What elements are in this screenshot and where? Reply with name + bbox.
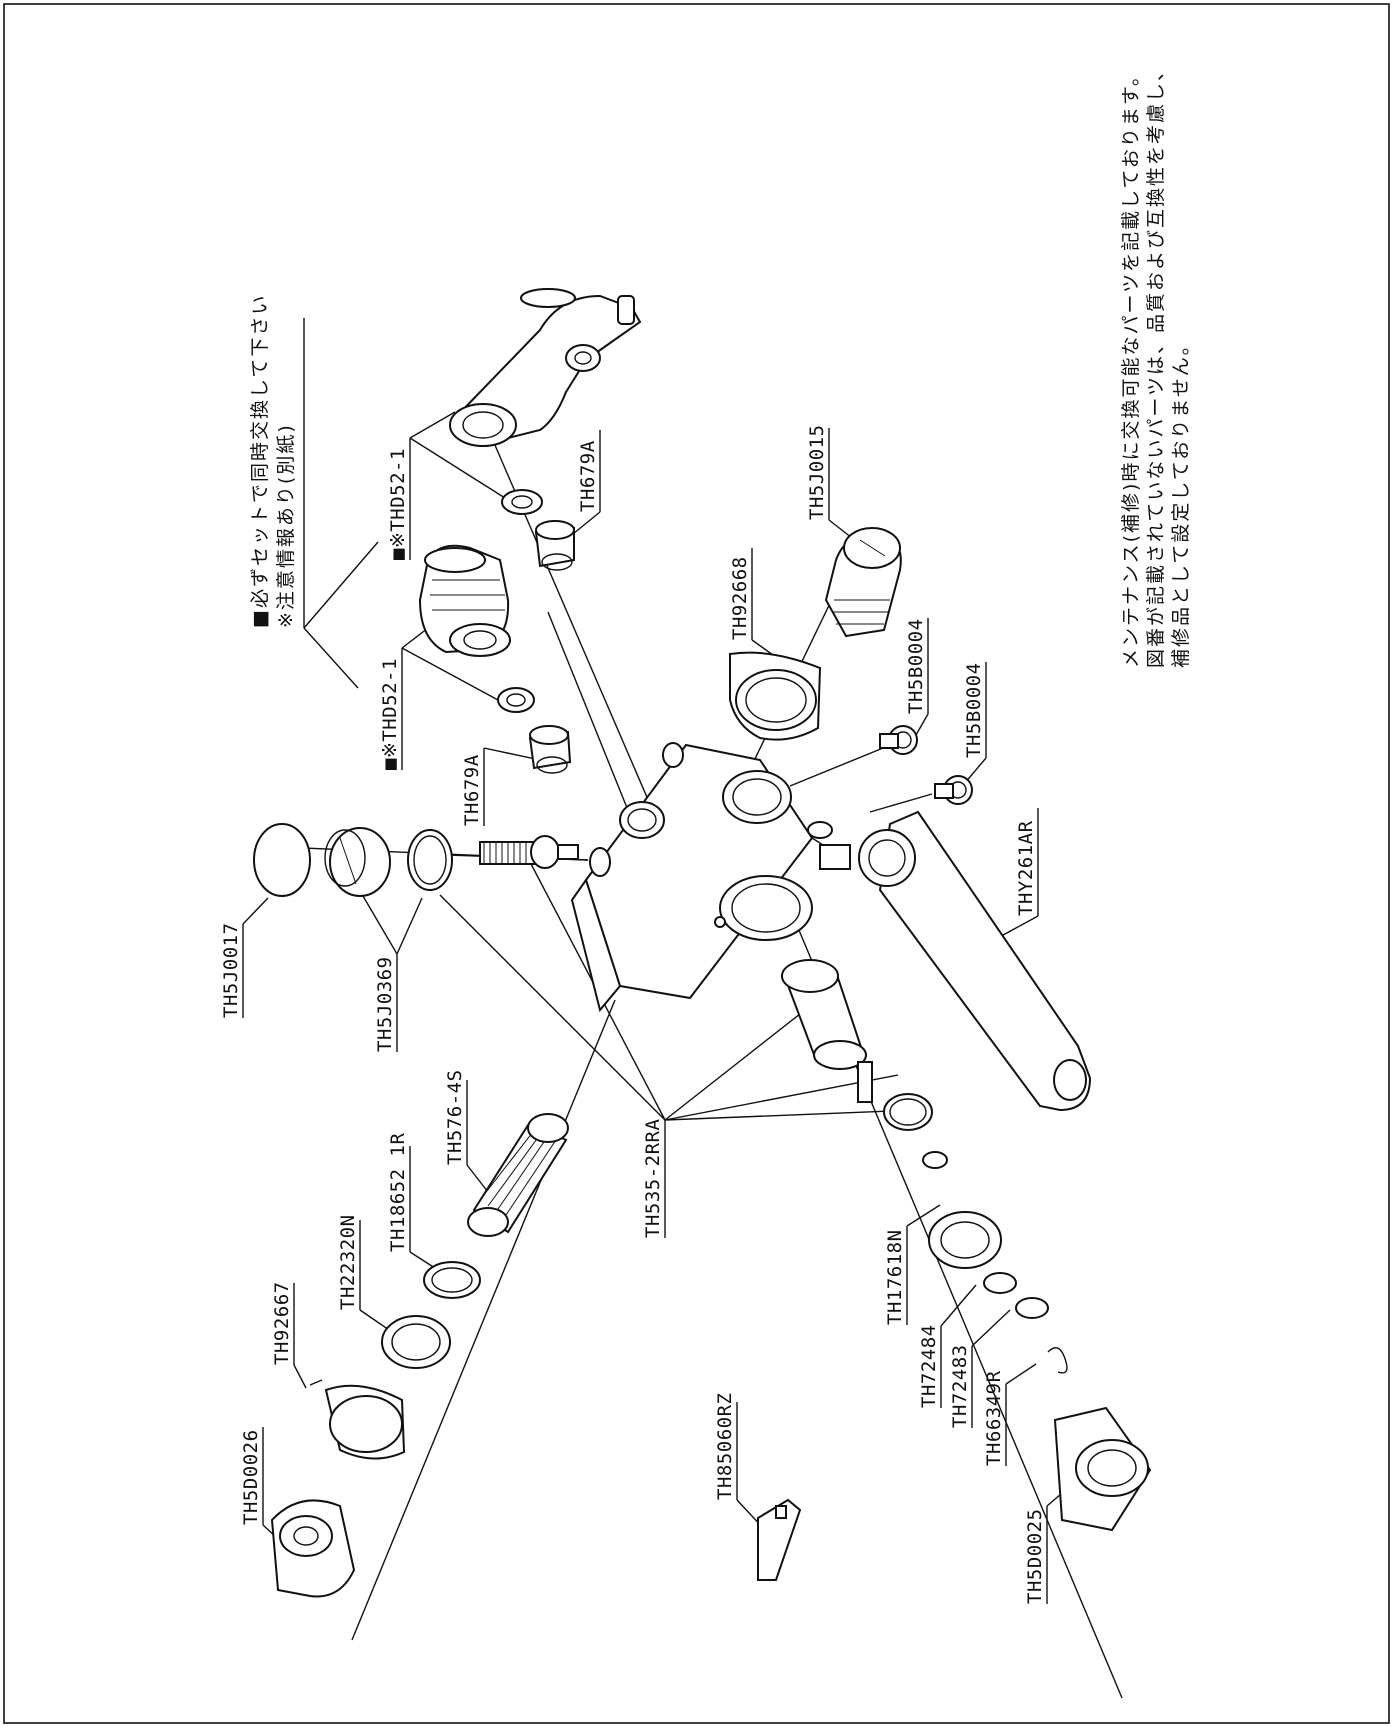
label-th5j0015: TH5J0015 — [806, 424, 828, 520]
assembly-axes — [254, 421, 1123, 1699]
label-th679a-lower: TH679A — [461, 754, 483, 826]
part-th5d0026 — [270, 1499, 356, 1598]
label-th679a-upper: TH679A — [577, 440, 599, 512]
label-th5b0004-b: TH5B0004 — [963, 662, 985, 758]
upper-elbow-fitting — [449, 288, 642, 447]
part-thy261ar — [819, 810, 1092, 1112]
part-th92667 — [324, 1384, 406, 1460]
o-ring-large — [883, 1093, 933, 1131]
maintenance-note-line3: 補修品として設定しておりません。 — [1170, 334, 1192, 668]
label-th72483: TH72483 — [949, 1344, 971, 1428]
o-ring-small — [922, 1151, 948, 1169]
label-th85060rz: TH85060RZ — [714, 1393, 736, 1500]
set-replacement-note: ■必ずセットで同時交換して下さい ※注意情報あり(別紙) — [249, 294, 379, 689]
upper-check-valve — [534, 520, 575, 571]
part-th85060rz — [757, 1498, 802, 1581]
label-th17618n: TH17618N — [884, 1229, 906, 1325]
part-th535-2rra-cartridge — [781, 959, 873, 1103]
label-th5j0017: TH5J0017 — [220, 922, 242, 1018]
label-thd52-1-lower: ■※THD52-1 — [379, 658, 401, 770]
label-th5j0369: TH5J0369 — [374, 956, 396, 1052]
page-border — [3, 3, 1390, 1724]
part-th18652-1r — [423, 1261, 481, 1299]
label-th5d0025: TH5D0025 — [1024, 1508, 1046, 1604]
part-th72483 — [1015, 1297, 1049, 1319]
maintenance-note-line2: 図番が記載されていないパーツは、品質および互換性を考慮し、 — [1145, 60, 1167, 668]
label-thy261ar: THY261AR — [1015, 820, 1037, 916]
maintenance-note: メンテナンス(補修)時に交換可能なパーツを記載しております。 図番が記載されてい… — [1120, 60, 1192, 668]
spring-cartridge — [479, 835, 579, 869]
set-note-line1: ■必ずセットで同時交換して下さい — [249, 294, 271, 628]
part-th66349r — [1047, 1347, 1068, 1374]
part-th17618n — [928, 1211, 1002, 1269]
part-th5j0369-ring — [407, 829, 453, 891]
label-th92668: TH92668 — [729, 556, 751, 640]
label-th66349r: TH66349R — [983, 1370, 1005, 1466]
label-th5b0004-a: TH5B0004 — [905, 618, 927, 714]
label-th72484: TH72484 — [918, 1324, 940, 1408]
lower-washer — [497, 687, 535, 713]
upper-washer — [501, 489, 543, 515]
part-labels: ■※THD52-1 ■※THD52-1 TH679A TH679A TH5J00… — [220, 411, 1069, 1604]
lower-elbow-fitting — [418, 544, 511, 657]
lower-check-valve — [528, 725, 572, 774]
label-th18652-1r: TH18652 1R — [387, 1133, 409, 1252]
part-th576-4s — [467, 1113, 569, 1237]
label-th92667: TH92667 — [271, 1281, 293, 1365]
label-th535-2rra: TH535-2RRA — [642, 1119, 664, 1238]
label-th576-4s: TH576-4S — [444, 1069, 466, 1165]
part-th72484 — [983, 1272, 1017, 1294]
part-th22320n — [381, 1315, 451, 1369]
label-thd52-1-upper: ■※THD52-1 — [387, 448, 409, 560]
part-th92668 — [729, 651, 822, 741]
set-note-line2: ※注意情報あり(別紙) — [275, 423, 297, 628]
part-th5j0015 — [824, 527, 902, 638]
label-th22320n: TH22320N — [337, 1214, 359, 1310]
maintenance-note-line1: メンテナンス(補修)時に交換可能なパーツを記載しております。 — [1120, 65, 1142, 668]
part-th5b0004-b — [934, 775, 973, 805]
part-th5b0004-a — [879, 725, 918, 755]
part-th5d0025 — [1053, 1406, 1152, 1532]
label-th5d0026: TH5D0026 — [240, 1429, 262, 1525]
valve-body — [570, 742, 833, 1013]
part-th5j0369-plug — [324, 827, 391, 897]
part-th5j0017 — [253, 823, 311, 897]
